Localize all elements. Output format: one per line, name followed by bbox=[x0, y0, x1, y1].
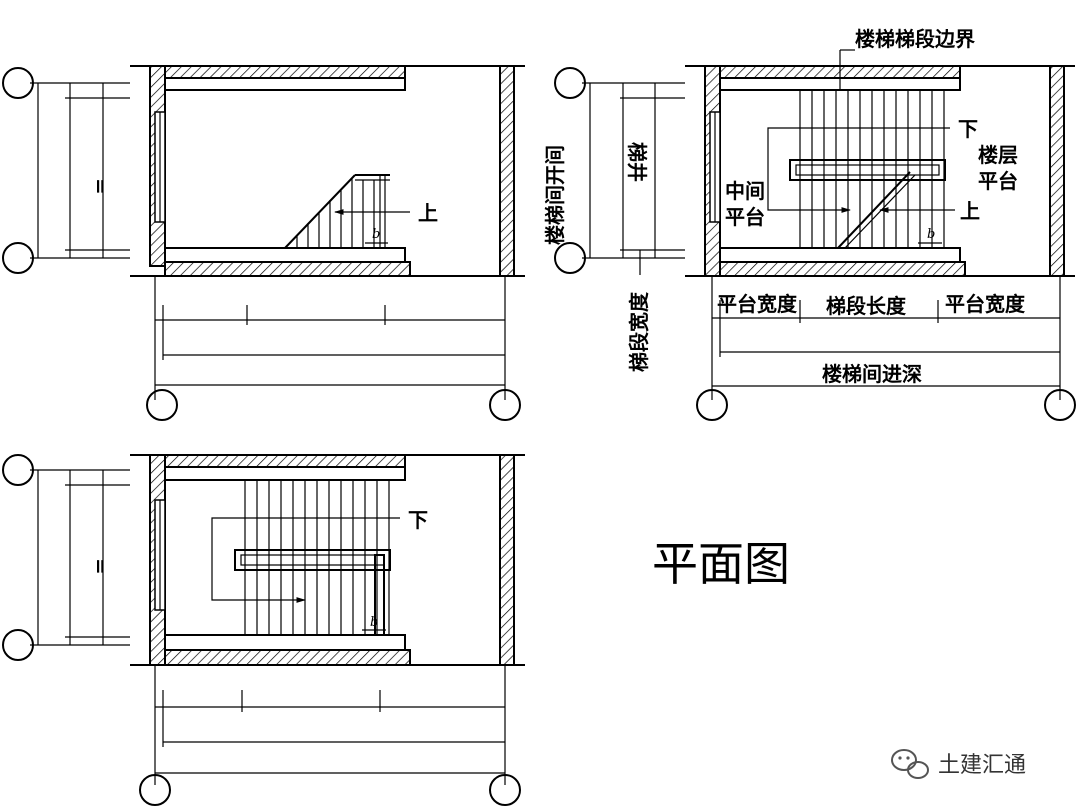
up-label: 上 bbox=[418, 201, 438, 225]
axis-circle bbox=[554, 242, 586, 274]
middle-landing-label: 中间平台 bbox=[725, 179, 765, 229]
stair-flights bbox=[789, 90, 946, 249]
axis-circle bbox=[2, 242, 34, 274]
axis-circle bbox=[554, 67, 586, 99]
down-label: 下 bbox=[958, 117, 978, 141]
flight-length-label: 梯段长度 bbox=[826, 294, 907, 318]
stair-well-label: 梯井 bbox=[625, 142, 649, 182]
axis-circle bbox=[2, 454, 34, 486]
tread-label: b bbox=[372, 227, 380, 242]
floor-landing-label: 楼层平台 bbox=[978, 143, 1018, 193]
page-title: 平面图 bbox=[652, 537, 790, 591]
watermark: 土建汇通 bbox=[891, 749, 1026, 779]
up-label-2: 上 bbox=[960, 199, 980, 223]
stair-flights-top bbox=[234, 480, 391, 636]
wechat-icon bbox=[891, 749, 929, 779]
stair-depth-label: 楼梯间进深 bbox=[822, 362, 922, 386]
stair-width-open-label: 楼梯间开间 bbox=[543, 145, 567, 245]
watermark-text: 土建汇通 bbox=[938, 753, 1026, 778]
landing-width-left-label: 平台宽度 bbox=[717, 292, 798, 316]
axis-circle bbox=[2, 629, 34, 661]
landing-width-right-label: 平台宽度 bbox=[945, 292, 1026, 316]
plan-ground-floor: 上 b = bbox=[2, 65, 525, 421]
down-label-top: 下 bbox=[408, 508, 428, 532]
axis-circle bbox=[146, 389, 178, 421]
tread-label-2: b bbox=[927, 227, 935, 242]
flight-boundary-label: 楼梯梯段边界 bbox=[855, 27, 975, 51]
axis-circle bbox=[2, 67, 34, 99]
plan-top-floor: 下 b = bbox=[2, 454, 525, 806]
equal-sign-2: = bbox=[89, 558, 113, 575]
tread-label-3: b bbox=[370, 615, 378, 630]
equal-sign: = bbox=[89, 178, 113, 195]
flight-width-label: 梯段宽度 bbox=[627, 291, 651, 372]
plan-middle-floor: 下 上 b 楼梯梯段边界 楼层平台 中间平台 梯井 楼梯间开间 梯段宽度 bbox=[543, 27, 1076, 421]
